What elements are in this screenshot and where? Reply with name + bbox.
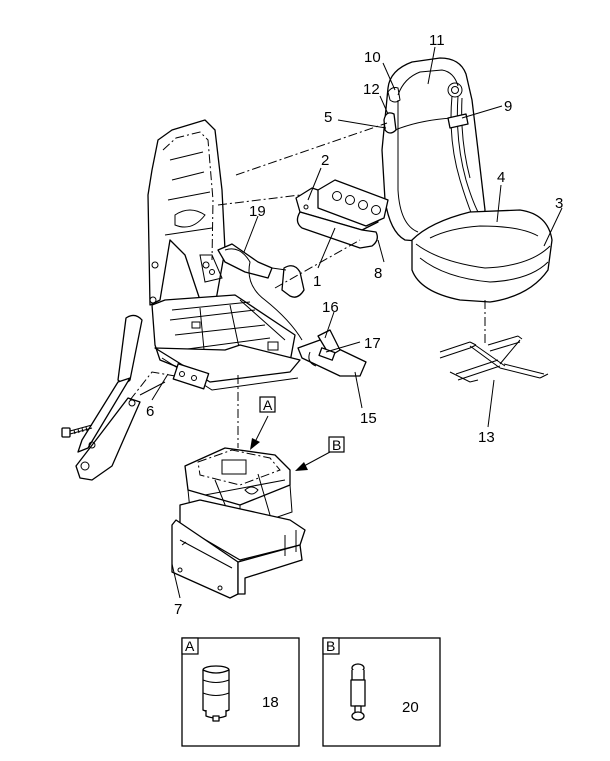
callout-1: 1 (313, 273, 321, 290)
switch-panel (317, 179, 389, 227)
callout-3: 3 (555, 195, 563, 212)
callout-19: 19 (249, 203, 266, 220)
cushion-support-frame (439, 335, 549, 383)
view-arrow-b (295, 451, 331, 471)
callout-12: 12 (363, 81, 380, 98)
callout-10: 10 (364, 49, 381, 66)
armrest-assembly (75, 314, 176, 481)
view-flag-b-label: B (332, 437, 341, 453)
air-spring (202, 665, 230, 722)
callout-13: 13 (478, 429, 495, 446)
callout-7: 7 (174, 601, 182, 618)
backrest-cushion (381, 57, 486, 244)
view-flag-a-label: A (263, 397, 273, 413)
callout-9: 9 (504, 98, 512, 115)
callout-16: 16 (322, 299, 339, 316)
view-flag-b: B (328, 436, 345, 453)
detail-view-a: A 18 (181, 637, 300, 747)
callout-20: 20 (402, 699, 419, 716)
callout-8: 8 (374, 265, 382, 282)
detail-view-b: B 20 (322, 637, 441, 747)
seat-riser-base (171, 499, 306, 599)
bolt (61, 424, 93, 438)
callout-15: 15 (360, 410, 377, 427)
lever-assembly (217, 243, 305, 341)
view-flag-a: A (259, 396, 276, 413)
seat-back-frame (147, 119, 226, 306)
shock-absorber (350, 663, 366, 721)
callout-18: 18 (262, 694, 279, 711)
callout-11: 11 (429, 32, 445, 49)
callout-2: 2 (321, 152, 329, 169)
callout-6: 6 (146, 403, 154, 420)
callout-4: 4 (497, 169, 505, 186)
seat-cushion (411, 209, 553, 303)
callout-17: 17 (364, 335, 381, 352)
seat-base-adjuster (154, 344, 301, 391)
detail-a-label: A (185, 638, 195, 654)
view-arrow-a (250, 415, 269, 450)
alignment-lines (217, 122, 486, 448)
detail-b-label: B (326, 638, 335, 654)
seat-belt-buckle (297, 329, 367, 377)
callout-5: 5 (324, 109, 332, 126)
